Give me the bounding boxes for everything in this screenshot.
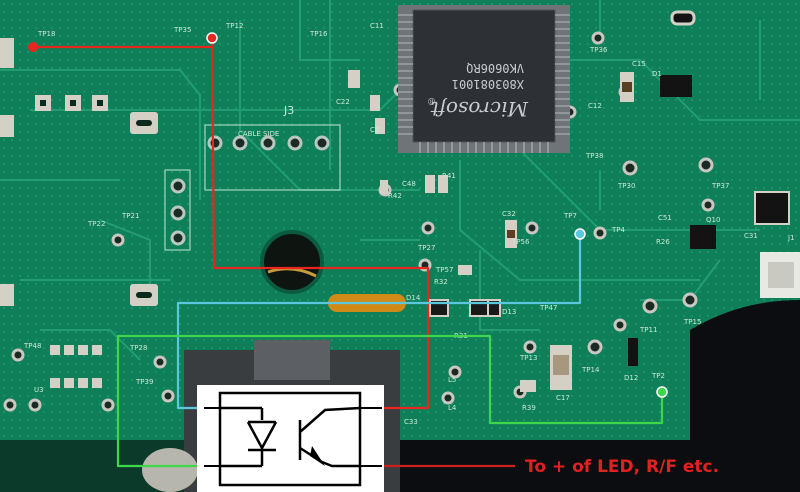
label-c31: C31 bbox=[744, 232, 758, 240]
label-d1: D1 bbox=[652, 70, 662, 78]
label-c8: C8 bbox=[370, 126, 379, 134]
left-pads bbox=[0, 38, 158, 388]
chip-brand: Microsoft bbox=[430, 97, 529, 121]
tp2-dot bbox=[656, 386, 668, 398]
label-l5: L5 bbox=[448, 376, 456, 384]
label-tp56: TP56 bbox=[511, 238, 530, 246]
label-tp47: TP47 bbox=[539, 304, 557, 312]
label-c32: C32 bbox=[502, 210, 516, 218]
label-tp27: TP27 bbox=[417, 244, 435, 252]
label-tp35: TP35 bbox=[173, 26, 191, 34]
j3-connector: J3 CABLE SIDE bbox=[164, 104, 341, 251]
label-tp11: TP11 bbox=[639, 326, 657, 334]
label-d13: D13 bbox=[502, 308, 516, 316]
label-r26: R26 bbox=[656, 238, 670, 246]
label-tp22: TP22 bbox=[87, 220, 105, 228]
label-l4: L4 bbox=[448, 404, 457, 412]
label-c17: C17 bbox=[556, 394, 570, 402]
mounting-hole bbox=[260, 230, 324, 294]
label-tp28: TP28 bbox=[129, 344, 147, 352]
label-tp21: TP21 bbox=[121, 212, 139, 220]
label-r41: R41 bbox=[442, 172, 456, 180]
label-c11: C11 bbox=[370, 22, 384, 30]
label-tp4: TP4 bbox=[611, 226, 625, 234]
label-tp48: TP48 bbox=[23, 342, 41, 350]
label-tp15: TP15 bbox=[683, 318, 701, 326]
wires bbox=[33, 37, 664, 468]
capacitor-top bbox=[142, 448, 198, 492]
chip-line2: VK0606RQ bbox=[466, 61, 524, 75]
caption-text: To + of LED, R/F etc. bbox=[525, 457, 719, 477]
label-tp14: TP14 bbox=[581, 366, 600, 374]
cyan-wire bbox=[176, 234, 582, 410]
label-r32: R32 bbox=[434, 278, 448, 286]
left-pad-holes bbox=[40, 100, 152, 298]
label-tp30: TP30 bbox=[617, 182, 635, 190]
label-c51: C51 bbox=[658, 214, 672, 222]
label-tp12: TP12 bbox=[225, 22, 243, 30]
shield-tab bbox=[254, 340, 330, 380]
label-tp18: TP18 bbox=[37, 30, 55, 38]
silkscreen-labels: TP18 TP35 TP12 TP16 C11 TP36 C15 D1 C12 … bbox=[23, 22, 795, 426]
label-c12: C12 bbox=[588, 102, 602, 110]
chip-registered: ® bbox=[427, 95, 436, 105]
optocoupler-schematic bbox=[197, 385, 384, 492]
label-tp57: TP57 bbox=[435, 266, 453, 274]
label-tp2: TP2 bbox=[651, 372, 665, 380]
label-u3: U3 bbox=[34, 386, 44, 394]
microsoft-chip: Microsoft ® X803081001 VK0606RQ bbox=[398, 5, 570, 153]
label-d12: D12 bbox=[624, 374, 638, 382]
label-q10: Q10 bbox=[706, 216, 720, 224]
cable-side-label: CABLE SIDE bbox=[238, 130, 279, 138]
label-tp36: TP36 bbox=[589, 46, 608, 54]
label-c33: C33 bbox=[404, 418, 418, 426]
label-tp38: TP38 bbox=[585, 152, 603, 160]
tp12-dot bbox=[206, 32, 218, 44]
label-c48: C48 bbox=[402, 180, 416, 188]
red-wire-main bbox=[210, 37, 430, 410]
label-tp39: TP39 bbox=[135, 378, 153, 386]
chip-line1: X803081001 bbox=[452, 77, 524, 91]
label-c22: C22 bbox=[336, 98, 350, 106]
label-tp16: TP16 bbox=[309, 30, 328, 38]
label-tp37: TP37 bbox=[711, 182, 729, 190]
tp7-dot bbox=[574, 228, 586, 240]
label-d14: D14 bbox=[406, 294, 421, 302]
label-r39: R39 bbox=[522, 404, 536, 412]
label-c15: C15 bbox=[632, 60, 646, 68]
j3-label: J3 bbox=[283, 104, 294, 117]
diode-symbol bbox=[220, 406, 278, 468]
label-j1: J1 bbox=[787, 234, 795, 242]
label-tp7: TP7 bbox=[563, 212, 577, 220]
label-tp13: TP13 bbox=[519, 354, 537, 362]
green-wire bbox=[116, 334, 664, 468]
tp18-dot bbox=[28, 42, 38, 52]
label-r42: R42 bbox=[388, 192, 402, 200]
